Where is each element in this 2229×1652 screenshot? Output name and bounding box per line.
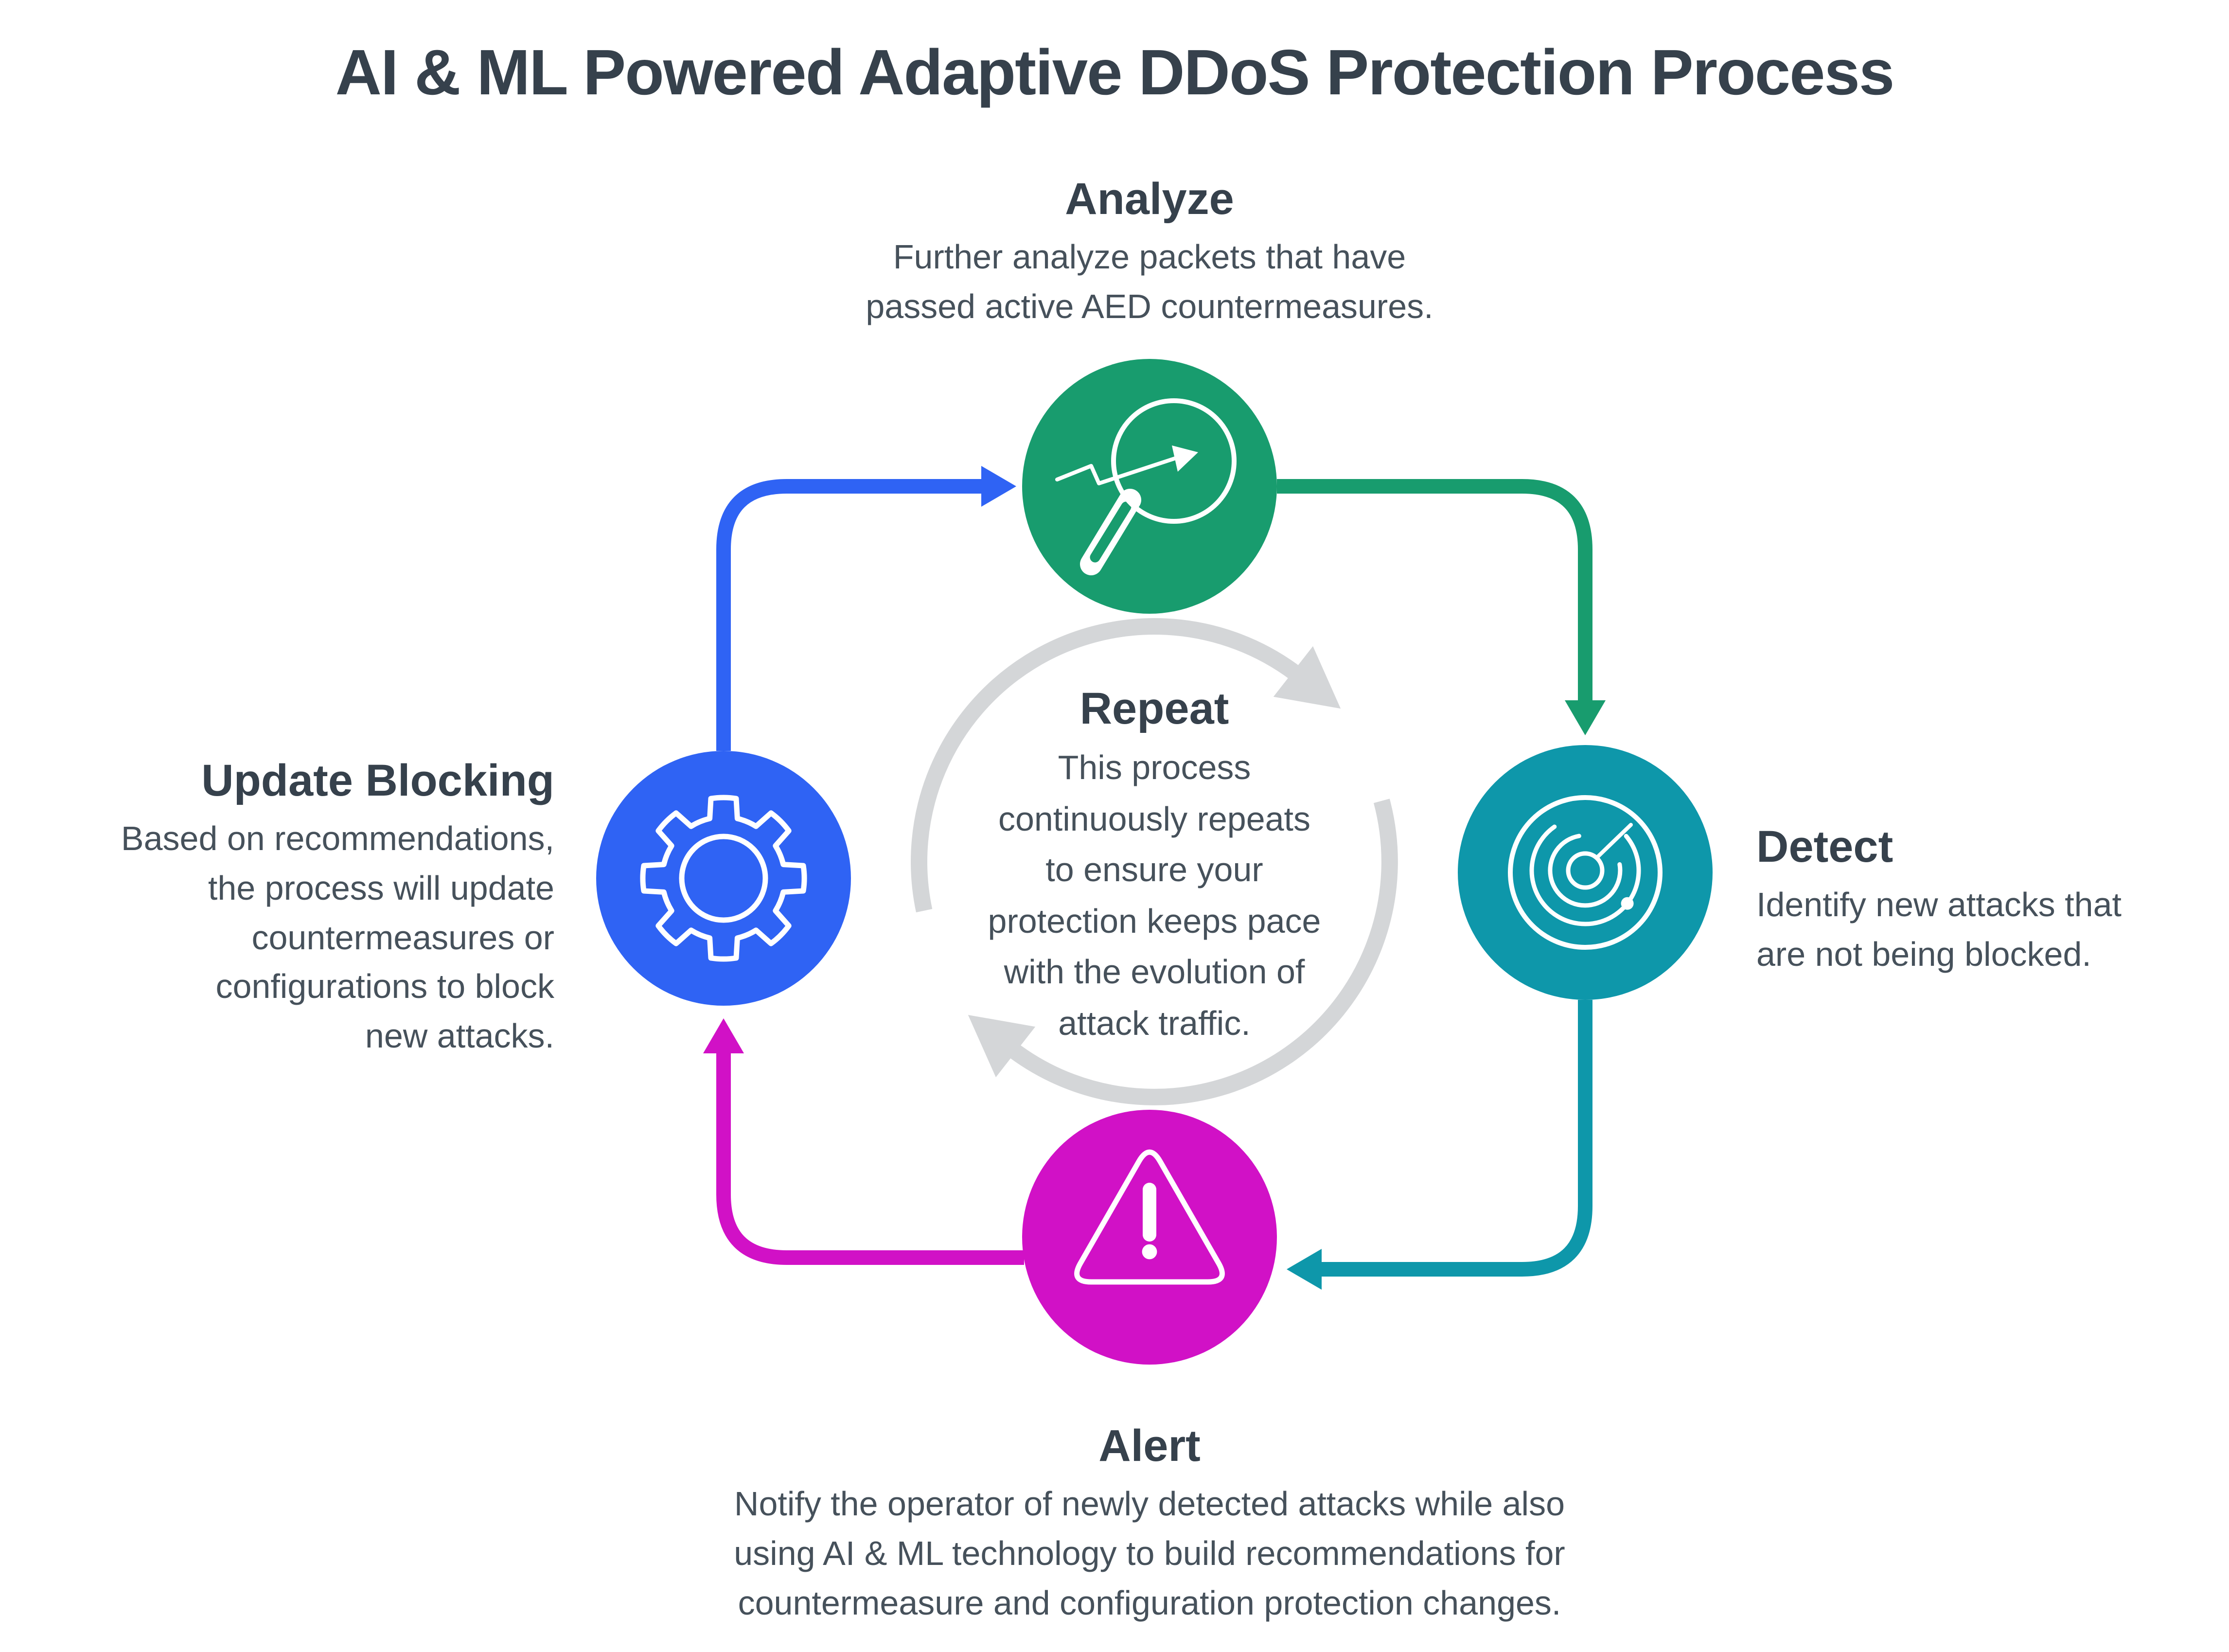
update-blocking-heading: Update Blocking: [201, 755, 554, 805]
repeat-arc-top: [911, 618, 1341, 913]
analyze-heading: Analyze: [1065, 173, 1234, 224]
analyze-description: Further analyze packets that have passed…: [866, 238, 1433, 326]
update-blocking-text-region: Update Blocking Based on recommendations…: [121, 755, 554, 1056]
warning-triangle-icon: [1074, 1149, 1225, 1285]
update-blocking-description: Based on recommendations, the process wi…: [121, 820, 554, 1056]
alert-description: Notify the operator of newly detected at…: [734, 1485, 1565, 1622]
gear-icon: [640, 795, 807, 962]
arrow-update-to-analyze: [716, 466, 1016, 751]
repeat-description: This process continuously repeats to ens…: [988, 749, 1321, 1043]
alert-text-region: Alert Notify the operator of newly detec…: [734, 1420, 1565, 1622]
magnifier-trend-icon: [1055, 398, 1237, 575]
repeat-cycle-icon: [911, 618, 1398, 1105]
radar-icon: [1508, 795, 1663, 950]
update-blocking-node: [596, 751, 851, 1006]
detect-description: Identify new attacks that are not being …: [1756, 886, 2122, 974]
detect-heading: Detect: [1756, 821, 1893, 871]
alert-heading: Alert: [1098, 1420, 1201, 1471]
arrow-alert-to-update: [703, 1018, 1024, 1265]
repeat-heading: Repeat: [1079, 683, 1229, 733]
detect-circle: [1458, 745, 1713, 1000]
analyze-text-region: Analyze Further analyze packets that hav…: [866, 173, 1433, 326]
detect-text-region: Detect Identify new attacks that are not…: [1756, 821, 2122, 974]
gear-icon-path: [640, 795, 807, 962]
alert-node: [1022, 1110, 1277, 1365]
update-blocking-circle: [596, 751, 851, 1006]
repeat-arc-bottom: [968, 799, 1398, 1105]
detect-node: [1458, 745, 1713, 1000]
analyze-node: [1022, 359, 1277, 614]
arrow-analyze-to-detect: [1277, 479, 1606, 735]
page-title: AI & ML Powered Adaptive DDoS Protection…: [335, 36, 1895, 108]
arrow-detect-to-alert: [1287, 1000, 1592, 1290]
analyze-circle: [1022, 359, 1277, 614]
repeat-text-region: Repeat This process continuously repeats…: [988, 683, 1321, 1043]
page-title-region: AI & ML Powered Adaptive DDoS Protection…: [335, 36, 1895, 108]
